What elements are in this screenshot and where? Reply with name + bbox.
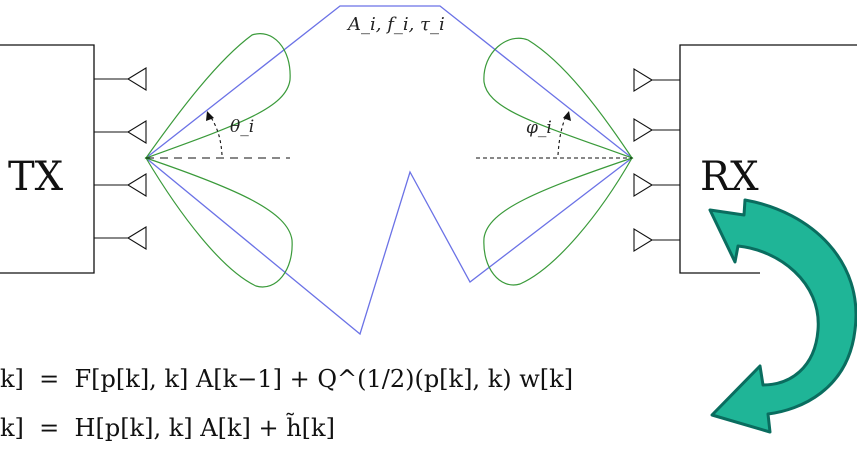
rx-antenna-2 (633, 118, 680, 142)
equation-observation: k] = H[p[k], k] A[k] + h̃[k] (0, 414, 335, 442)
tx-lobe-upper (144, 33, 291, 160)
tx-antennas (94, 67, 147, 250)
tx-antenna-1 (94, 67, 147, 91)
tx-block (0, 44, 95, 274)
tx-angle-label: θ_i (230, 117, 254, 137)
rx-antenna-3 (633, 173, 680, 197)
equation-observation-text: k] = H[p[k], k] A[k] + h̃[k] (0, 414, 335, 442)
equation-state: k] = F[p[k], k] A[k−1] + Q^(1/2)(p[k], k… (0, 365, 573, 393)
rx-block (679, 44, 857, 274)
rx-angle-arrowhead (563, 111, 571, 121)
tx-antenna-2 (94, 120, 147, 144)
rx-antennas (633, 68, 680, 252)
rx-antenna-1 (633, 68, 680, 92)
path-reflected-top (145, 5, 633, 159)
tx-lobe-lower (144, 156, 293, 288)
tx-antenna-4 (94, 226, 147, 250)
rx-antenna-4 (633, 228, 680, 252)
path-params-label: A_i, f_i, τ_i (346, 14, 445, 35)
beam-lobes (144, 33, 634, 288)
rx-angle-arc (557, 115, 567, 156)
rx-angle-label: φ_i (526, 118, 552, 138)
path-reflected-bottom (145, 157, 633, 336)
rx-lobe-upper (483, 37, 634, 160)
curved-arrow-icon (708, 198, 857, 434)
tx-label: TX (8, 154, 64, 200)
tx-antenna-3 (94, 173, 147, 197)
rx-label: RX (700, 154, 759, 200)
angle-references (146, 115, 632, 159)
angle-arrowheads (206, 111, 571, 121)
propagation-paths (145, 5, 633, 336)
tx-angle-arrowhead (206, 111, 214, 121)
rx-lobe-lower (483, 156, 634, 286)
tx-angle-arc (209, 115, 223, 156)
equation-state-text: k] = F[p[k], k] A[k−1] + Q^(1/2)(p[k], k… (0, 365, 574, 393)
